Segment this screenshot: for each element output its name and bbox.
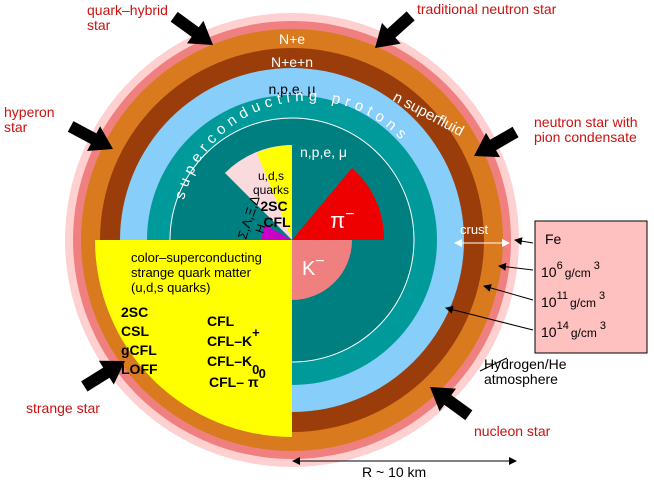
npe-mu-inner-label: n,p,e, μ bbox=[300, 144, 347, 160]
phase-cfl: CFL bbox=[207, 313, 235, 329]
core-2sc-label: 2SC bbox=[260, 198, 287, 214]
traditional-neutron-arrow bbox=[375, 11, 415, 48]
phase-gcfl: gCFL bbox=[121, 342, 157, 358]
pi-minus-label: π− bbox=[330, 206, 355, 233]
neutron-star-pion-label-1: neutron star with bbox=[534, 114, 638, 130]
phase-cfl-k-plus: CFL–K+ bbox=[207, 325, 260, 349]
strange-matter-line1: color–superconducting bbox=[131, 250, 262, 265]
h-dibaryon-label: H bbox=[253, 222, 269, 235]
strange-matter-line3: (u,d,s quarks) bbox=[131, 280, 210, 295]
hyperon-star-label-2: star bbox=[4, 119, 28, 135]
strange-star-arrow bbox=[81, 360, 125, 392]
hyperon-star-arrow bbox=[67, 121, 113, 152]
quark-hybrid-arrow bbox=[170, 11, 213, 45]
uds-label: u,d,s bbox=[258, 169, 284, 183]
quark-sector bbox=[257, 145, 292, 240]
core-cfl-label: CFL bbox=[263, 214, 291, 230]
traditional-neutron-star-label: traditional neutron star bbox=[417, 1, 557, 17]
npe-mu-outer-label: n,p,e, μ bbox=[269, 81, 316, 97]
density-legend-box bbox=[534, 220, 648, 354]
k-minus-label: K− bbox=[302, 253, 325, 280]
crust-label: crust bbox=[460, 222, 489, 237]
density-2-pointer bbox=[483, 284, 534, 301]
atmosphere-label-2: atmosphere bbox=[484, 371, 558, 387]
fe-pointer bbox=[514, 237, 534, 246]
kaon-sector bbox=[292, 240, 352, 300]
density-1-pointer bbox=[498, 262, 534, 271]
phase-cfl-k0: CFL–K0 bbox=[207, 353, 259, 377]
n-e-n-label: N+e+n bbox=[271, 54, 313, 70]
quark-hybrid-star-label-2: star bbox=[87, 17, 111, 33]
hyperon-star-label-1: hyperon bbox=[4, 104, 55, 120]
neutron-star-pion-label-2: pion condensate bbox=[534, 129, 637, 145]
iron-label: Fe bbox=[545, 231, 562, 247]
phase-csl: CSL bbox=[121, 323, 149, 339]
atmosphere-pointer-line bbox=[479, 357, 508, 372]
nucleon-star-label: nucleon star bbox=[474, 423, 551, 439]
pion-sector bbox=[292, 168, 385, 240]
phase-cfl-pi0: CFL– π0 bbox=[209, 366, 266, 390]
radius-label: R ~ 10 km bbox=[362, 464, 426, 480]
strange-matter-line2: strange quark matter bbox=[131, 265, 252, 280]
n-e-label: N+e bbox=[279, 31, 305, 47]
nucleon-star-arrow bbox=[430, 387, 473, 421]
quarks-label: quarks bbox=[253, 183, 289, 197]
density-3-pointer bbox=[445, 305, 534, 331]
pion-condensate-arrow bbox=[474, 126, 519, 158]
atmosphere-label-1: Hydrogen/He bbox=[484, 356, 567, 372]
phase-loff: LOFF bbox=[121, 361, 158, 377]
strange-star-label: strange star bbox=[26, 400, 100, 416]
phase-2sc: 2SC bbox=[121, 304, 148, 320]
h-sector bbox=[261, 225, 292, 240]
strange-matter-quadrant bbox=[95, 240, 292, 437]
quark-hybrid-star-label-1: quark–hybrid bbox=[87, 2, 168, 18]
